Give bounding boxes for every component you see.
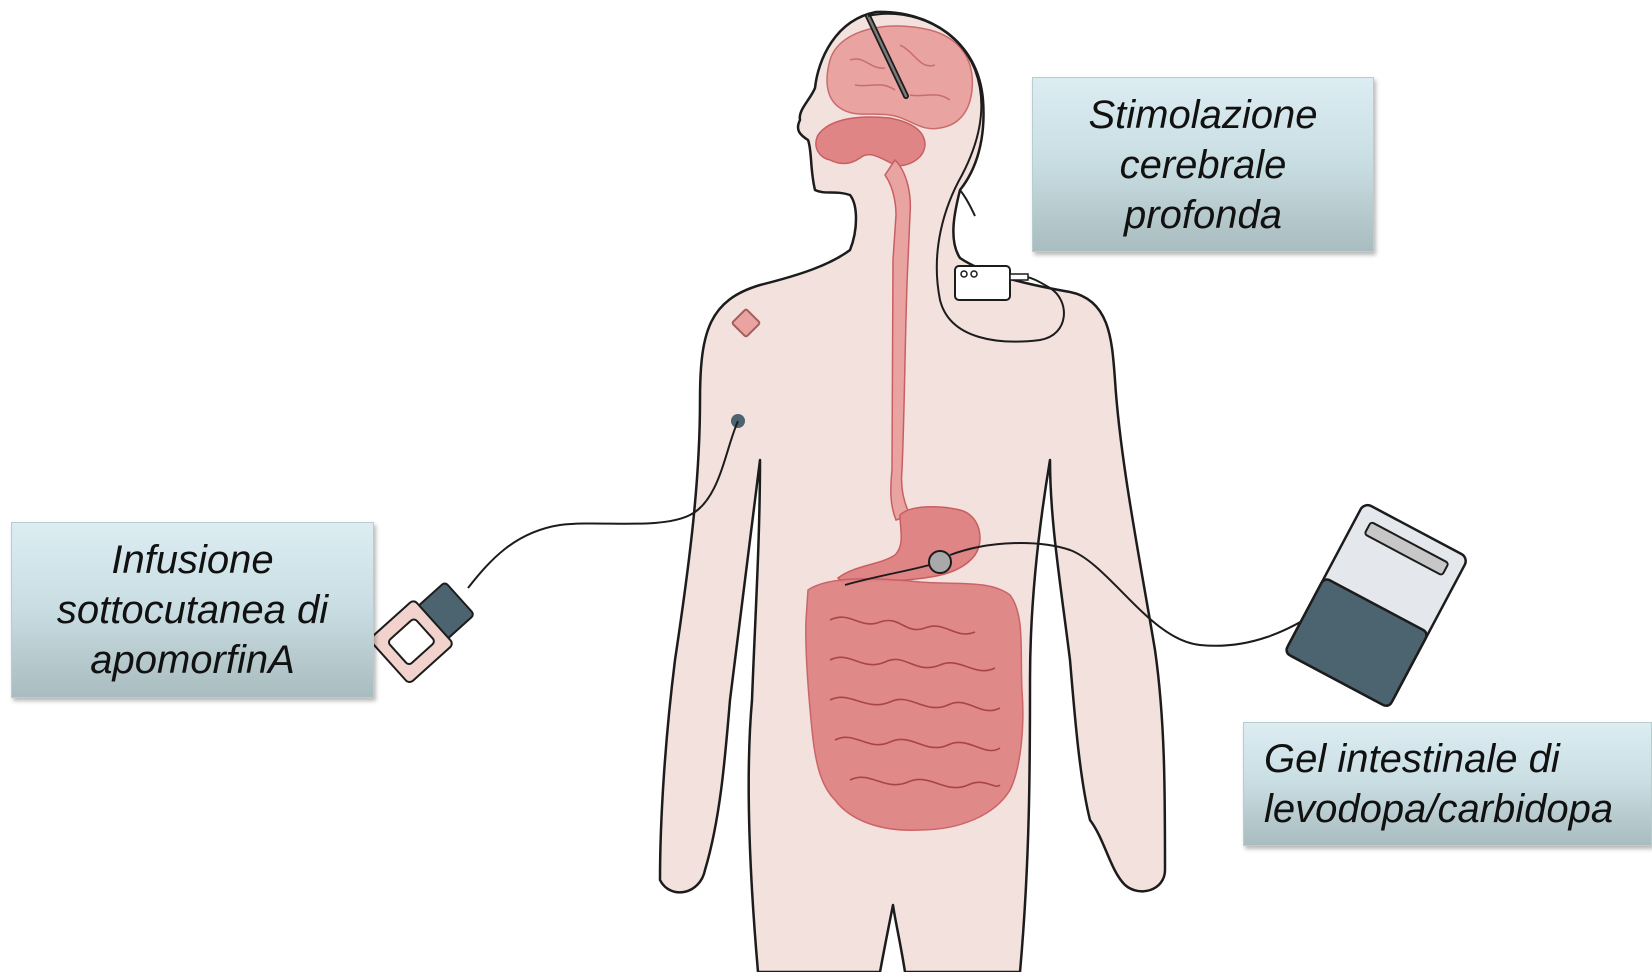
- label-line: Gel intestinale di: [1264, 734, 1613, 784]
- label-line: profonda: [1088, 190, 1317, 240]
- label-deep-brain-stimulation: Stimolazione cerebrale profonda: [1032, 77, 1374, 252]
- label-apomorphine-infusion: Infusione sottocutanea di apomorfinA: [11, 522, 374, 698]
- neck-line: [960, 190, 975, 216]
- label-line: sottocutanea di: [57, 585, 328, 635]
- label-levodopa-gel: Gel intestinale di levodopa/carbidopa: [1243, 722, 1652, 846]
- stimulator-connector: [1010, 274, 1028, 280]
- intestines: [806, 579, 1023, 830]
- apomorphine-pump: [369, 576, 480, 684]
- label-line: apomorfinA: [57, 635, 328, 685]
- label-line: Stimolazione: [1088, 90, 1317, 140]
- peg-port: [929, 551, 951, 573]
- label-line: levodopa/carbidopa: [1264, 784, 1613, 834]
- label-line: Infusione: [57, 535, 328, 585]
- label-line: cerebrale: [1088, 140, 1317, 190]
- gel-pump: [1284, 502, 1468, 707]
